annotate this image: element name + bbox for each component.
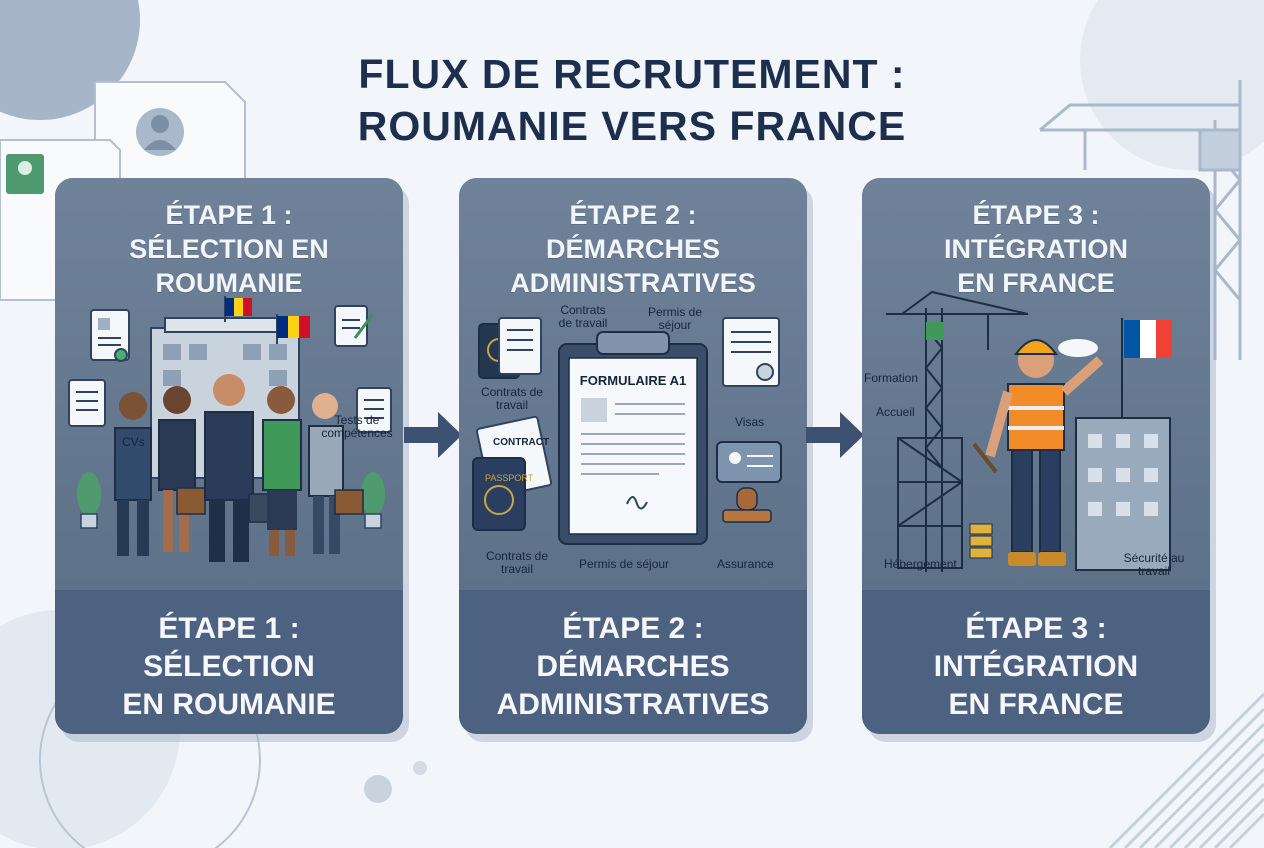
- label-contrats-bottom: Contrats de travail: [485, 549, 549, 576]
- label-formulaire: FORMULAIRE A1: [579, 373, 687, 388]
- step-2-header: ÉTAPE 2 : DÉMARCHES ADMINISTRATIVES: [459, 178, 807, 590]
- candidate-person-icon: [308, 393, 364, 554]
- cv-document-icon: [356, 387, 392, 433]
- step-2-illustration: [472, 317, 782, 545]
- construction-worker-icon: [972, 339, 1104, 566]
- step-3-heading-line-1: ÉTAPE 3 :: [972, 200, 1100, 230]
- label-contrats-top: Contrats de travail: [558, 303, 608, 330]
- candidates-group-icon: [114, 374, 364, 562]
- cv-document-icon: [68, 379, 106, 427]
- visa-document-icon: [722, 317, 780, 387]
- crane-icon: [886, 290, 1029, 572]
- step-2-card: ÉTAPE 2 : DÉMARCHES ADMINISTRATIVES: [459, 178, 807, 734]
- stamp-icon: [722, 487, 772, 523]
- label-securite: Sécurité au travail: [1123, 551, 1185, 578]
- cloud-icon: [1058, 339, 1098, 357]
- step-1-footer-line-3: EN ROUMANIE: [122, 688, 336, 721]
- step-1-card: ÉTAPE 1 : SÉLECTION EN ROUMANIE: [55, 178, 403, 734]
- step-2-footer-line-3: ADMINISTRATIVES: [496, 688, 770, 721]
- plant-icon: [77, 472, 101, 529]
- step-2-heading-line-3: ADMINISTRATIVES: [510, 268, 756, 298]
- romania-flag-icon: [276, 314, 310, 344]
- label-formation: Formation: [864, 371, 919, 385]
- label-accueil: Accueil: [876, 405, 915, 419]
- label-tests: Tests de compétences: [321, 413, 393, 440]
- candidate-person-icon: [114, 392, 152, 556]
- step-3-card: ÉTAPE 3 : INTÉGRATION EN FRANCE: [862, 178, 1210, 734]
- step-1-heading-line-3: ROUMANIE: [155, 268, 303, 298]
- test-clipboard-icon: [334, 305, 375, 347]
- romania-flag-icon: [224, 296, 252, 322]
- step-1-footer-line-1: ÉTAPE 1 :: [158, 612, 300, 645]
- step-3-illustration: [886, 290, 1172, 572]
- step-1-heading-line-2: SÉLECTION EN: [129, 234, 329, 264]
- cv-document-icon: [90, 309, 130, 362]
- step-3-footer-line-2: INTÉGRATION: [933, 650, 1139, 683]
- step-2-heading-line-2: DÉMARCHES: [545, 234, 720, 264]
- plant-icon: [361, 472, 385, 529]
- label-contract: CONTRACT: [493, 437, 550, 448]
- page-title: FLUX DE RECRUTEMENT : ROUMANIE VERS FRAN…: [0, 48, 1264, 152]
- candidate-person-icon: [262, 386, 302, 556]
- id-card-icon: [716, 441, 782, 483]
- scaffold-icon: [897, 437, 963, 569]
- step-2-footer-line-1: ÉTAPE 2 :: [562, 612, 704, 645]
- step-1-heading-line-1: ÉTAPE 1 :: [165, 200, 293, 230]
- page-title-line-1: FLUX DE RECRUTEMENT :: [358, 51, 906, 97]
- label-permis-top: Permis de séjour: [647, 305, 703, 332]
- step-3-footer-line-1: ÉTAPE 3 :: [965, 612, 1107, 645]
- label-assurance: Assurance: [717, 557, 774, 571]
- label-contrats-left: Contrats de travail: [480, 385, 544, 412]
- step-1-footer-line-2: SÉLECTION: [143, 650, 315, 683]
- arrow-step-2-to-3: [806, 412, 864, 458]
- label-visas: Visas: [735, 415, 765, 429]
- step-3-heading-line-2: INTÉGRATION: [944, 234, 1128, 264]
- passport-icon: [472, 457, 526, 531]
- step-1-header: ÉTAPE 1 : SÉLECTION EN ROUMANIE: [55, 178, 403, 590]
- label-hebergement: Hébergement: [884, 557, 957, 571]
- document-stack-icon: [498, 317, 542, 375]
- step-3-heading-line-3: EN FRANCE: [957, 268, 1115, 298]
- arrow-step-1-to-2: [404, 412, 462, 458]
- step-2-heading: ÉTAPE 2 : DÉMARCHES ADMINISTRATIVES: [459, 198, 807, 300]
- bricks-icon: [969, 523, 993, 559]
- label-cvs: CVs: [122, 435, 145, 449]
- step-1-heading: ÉTAPE 1 : SÉLECTION EN ROUMANIE: [55, 198, 403, 300]
- building-under-construction-icon: [1075, 417, 1171, 571]
- bg-dot: [364, 775, 392, 803]
- step-1-footer: ÉTAPE 1 : SÉLECTION EN ROUMANIE: [55, 590, 403, 734]
- label-permis-bottom: Permis de séjour: [579, 557, 670, 571]
- step-3-heading: ÉTAPE 3 : INTÉGRATION EN FRANCE: [862, 198, 1210, 300]
- clipboard-form-icon: [558, 331, 708, 545]
- step-2-footer: ÉTAPE 2 : DÉMARCHES ADMINISTRATIVES: [459, 590, 807, 734]
- label-passport: PASSPORT: [485, 473, 534, 483]
- step-2-heading-line-1: ÉTAPE 2 :: [569, 200, 697, 230]
- step-1-illustration: [68, 296, 392, 562]
- step-3-footer: ÉTAPE 3 : INTÉGRATION EN FRANCE: [862, 590, 1210, 734]
- step-2-footer-line-2: DÉMARCHES: [536, 650, 730, 683]
- page-title-line-2: ROUMANIE VERS FRANCE: [357, 103, 907, 149]
- step-3-footer-line-3: EN FRANCE: [948, 688, 1124, 721]
- step-3-header: ÉTAPE 3 : INTÉGRATION EN FRANCE: [862, 178, 1210, 590]
